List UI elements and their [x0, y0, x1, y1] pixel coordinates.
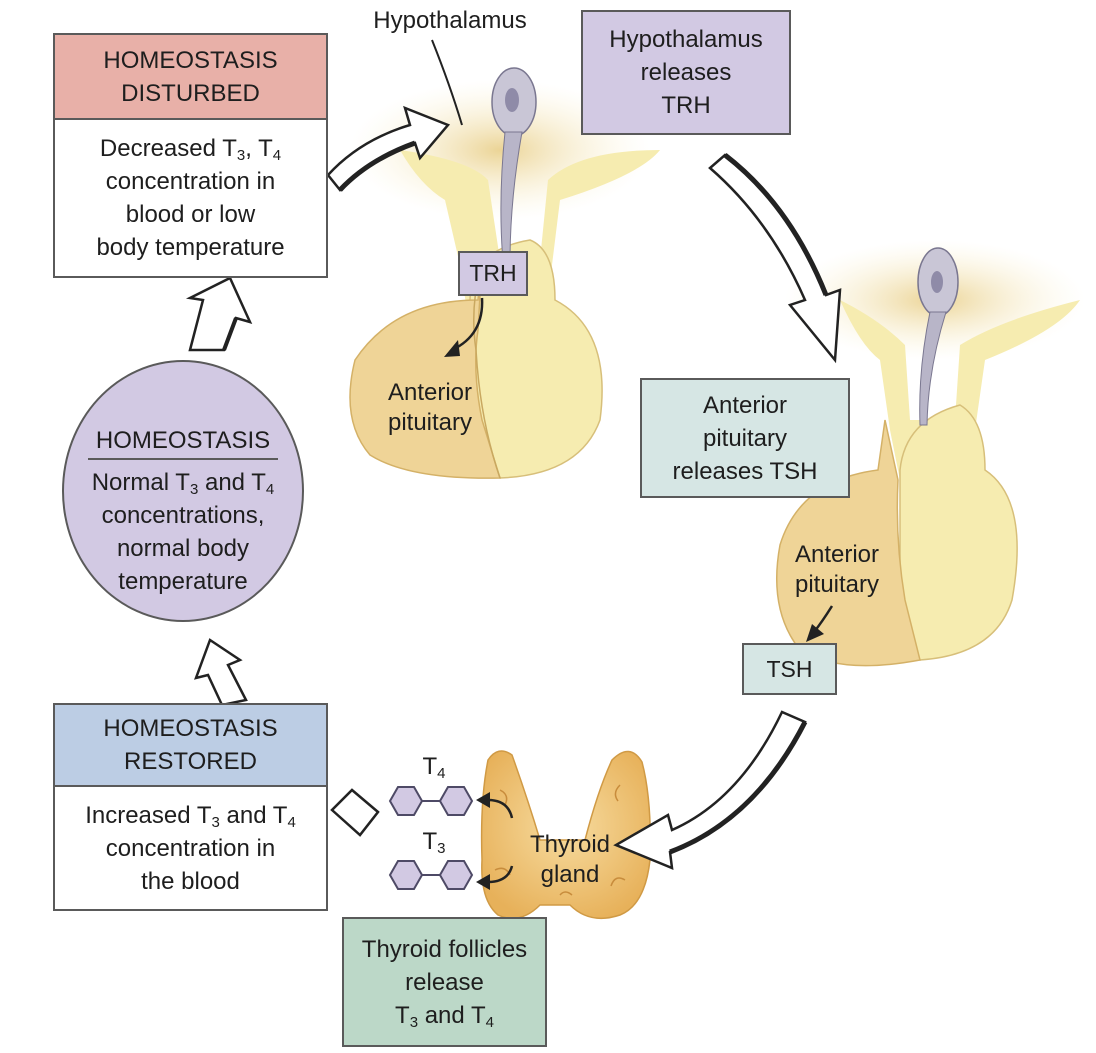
hypothalamus-releases-trh-box: Hypothalamus releases TRH [581, 10, 791, 135]
pituitary-releases-line-3: releases TSH [672, 457, 818, 485]
disturbed-body-line-3: blood or low [125, 201, 256, 228]
homeostasis-ellipse: HOMEOSTASIS Normal T3 and T4 concentrati… [62, 360, 304, 622]
homeostasis-body-line-3: normal body [116, 535, 250, 562]
cycle-arrow-to-pituitary [708, 153, 842, 364]
cycle-arrow-to-hypothalamus [326, 105, 451, 192]
homeostasis-restored-body: Increased T3 and T4 concentration in the… [55, 787, 326, 909]
trh-tag: TRH [458, 251, 528, 296]
homeostasis-body-line-2: concentrations, [101, 502, 265, 529]
hypothalamus-releases-line-1: Hypothalamus [609, 26, 763, 53]
thyroid-follicles-release-box: Thyroid follicles release T3 and T4 [342, 917, 547, 1047]
tsh-tag: TSH [742, 643, 837, 695]
homeostasis-body-line-1: Normal T3 and T4 [91, 469, 275, 498]
restored-header-line-1: HOMEOSTASIS [103, 715, 278, 742]
follicles-line-2: release [405, 968, 484, 996]
restored-body-line-1: Increased T3 and T4 [85, 801, 296, 831]
hypothalamus-pituitary-right [775, 240, 1085, 667]
anterior-pituitary-label-top: Anterior pituitary [387, 379, 473, 436]
cycle-arrow-to-restored [330, 788, 380, 837]
cycle-arrow-to-disturbed [185, 276, 253, 352]
homeostasis-body-line-4: temperature [118, 568, 248, 595]
hypothalamus-releases-line-2: releases [640, 59, 732, 86]
follicles-line-3: T3 and T4 [395, 1001, 494, 1031]
disturbed-body-line-1: Decreased T3, T4 [99, 135, 282, 164]
homeostasis-restored-header: HOMEOSTASIS RESTORED [55, 705, 326, 787]
cycle-arrow-to-thyroid [613, 710, 808, 870]
follicles-line-1: Thyroid follicles [361, 935, 528, 963]
pituitary-releases-line-2: pituitary [702, 424, 788, 452]
pituitary-releases-line-1: Anterior [702, 391, 788, 419]
thyroid-gland-label: Thyroid gland [529, 831, 611, 888]
homeostasis-disturbed-box: HOMEOSTASIS DISTURBED Decreased T3, T4 c… [53, 33, 328, 278]
homeostasis-restored-box: HOMEOSTASIS RESTORED Increased T3 and T4… [53, 703, 328, 911]
pituitary-releases-tsh-box: Anterior pituitary releases TSH [640, 378, 850, 498]
t3-molecule-icon [388, 860, 474, 890]
homeostasis-title: HOMEOSTASIS [88, 424, 278, 460]
disturbed-body-line-2: concentration in [105, 168, 276, 195]
homeostasis-disturbed-body: Decreased T3, T4 concentration in blood … [55, 120, 326, 276]
t4-molecule-icon [388, 786, 474, 816]
hypothalamus-label: Hypothalamus [373, 7, 527, 34]
disturbed-body-line-4: body temperature [96, 234, 285, 261]
hypothalamus-releases-line-3: TRH [661, 92, 711, 119]
t3-label: T3 [422, 828, 446, 857]
disturbed-header-line-2: DISTURBED [121, 79, 260, 107]
restored-body-line-3: the blood [141, 867, 240, 895]
cycle-arrow-to-homeostasis [194, 638, 248, 707]
homeostasis-body: Normal T3 and T4 concentrations, normal … [64, 466, 302, 598]
thyroid-gland-illustration [476, 750, 652, 920]
homeostasis-disturbed-header: HOMEOSTASIS DISTURBED [55, 35, 326, 120]
disturbed-header-line-1: HOMEOSTASIS [103, 46, 278, 74]
restored-header-line-2: RESTORED [124, 748, 257, 775]
restored-body-line-2: concentration in [105, 834, 276, 862]
t4-label: T4 [422, 753, 446, 782]
anterior-pituitary-label-right: Anterior pituitary [794, 541, 880, 598]
